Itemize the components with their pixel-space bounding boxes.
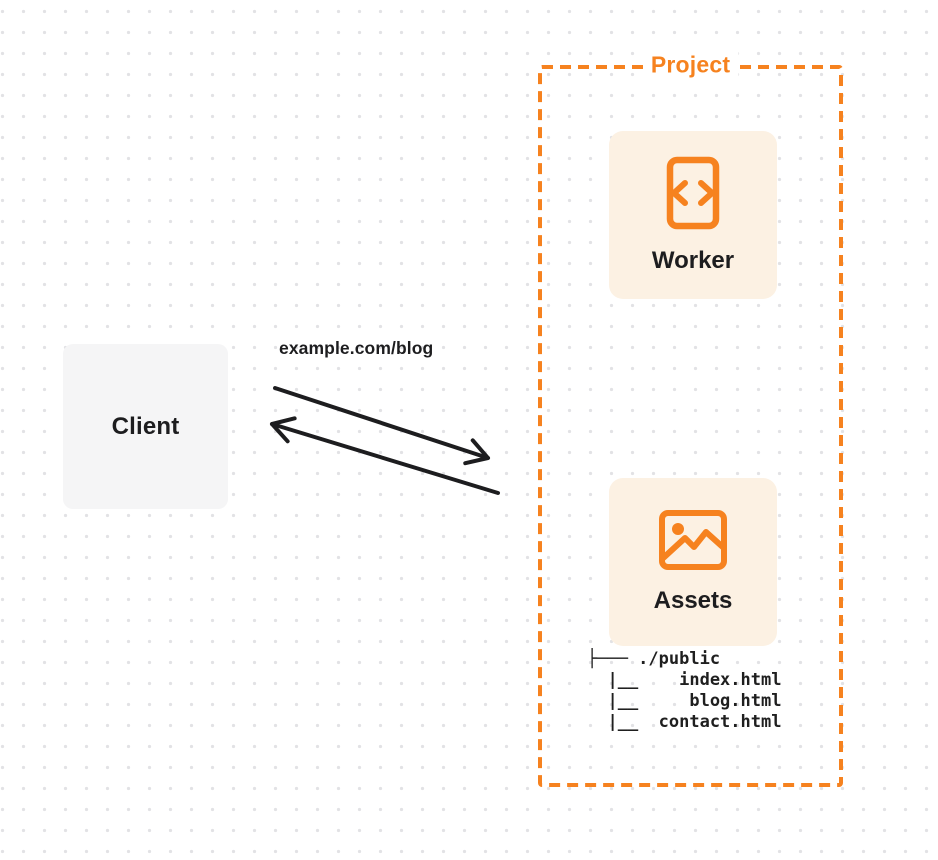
code-file-icon <box>666 156 720 229</box>
request-arrow <box>273 386 490 466</box>
response-arrow <box>270 416 500 495</box>
request-response-arrows <box>270 386 500 495</box>
worker-node: Worker <box>609 131 777 299</box>
project-label: Project <box>642 51 739 79</box>
client-node: Client <box>63 344 228 509</box>
client-label: Client <box>111 412 180 440</box>
assets-node: Assets <box>609 478 777 646</box>
assets-file-tree: ├─── ./public |__ index.html |__ blog.ht… <box>587 649 782 732</box>
worker-label: Worker <box>651 246 735 274</box>
request-url-label: example.com/blog <box>279 338 434 358</box>
image-icon <box>659 509 727 570</box>
assets-label: Assets <box>653 586 733 614</box>
project-container: Project Worker Assets <box>538 51 843 787</box>
